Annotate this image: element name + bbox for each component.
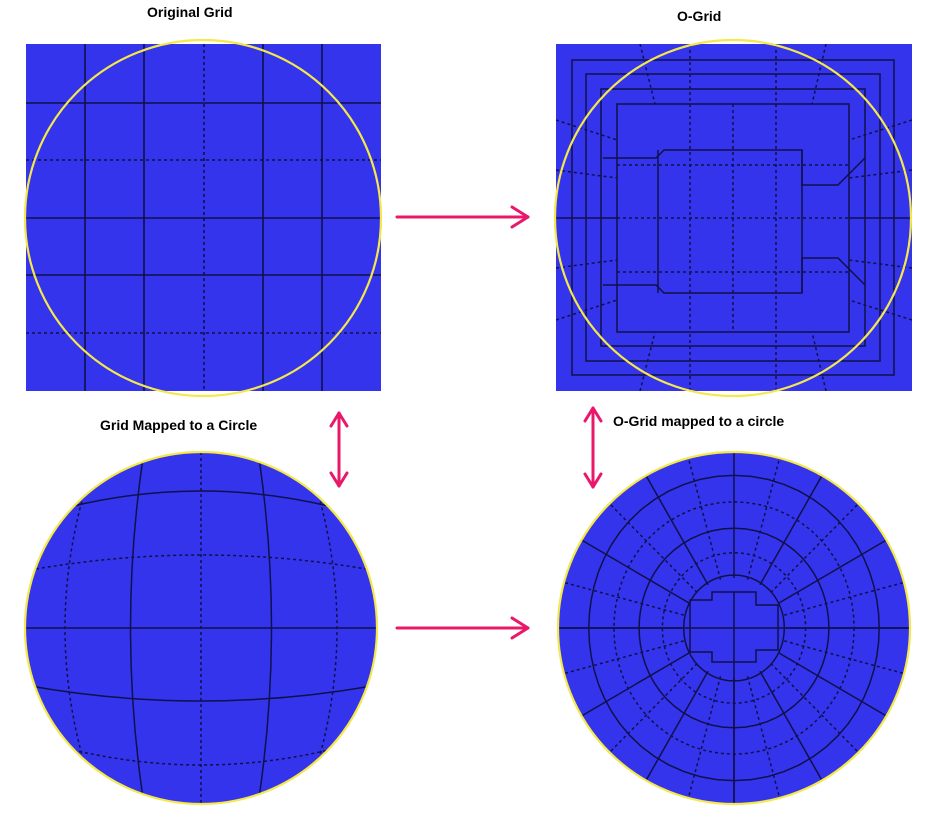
grid-mapped-circle-panel [23, 450, 379, 806]
arrow-vertical-right [583, 406, 603, 489]
grid-mapped-outline [23, 450, 379, 806]
original-grid-circle [23, 38, 383, 398]
o-grid-title: O-Grid [677, 8, 722, 24]
grid-mapped-lines [25, 452, 377, 804]
o-grid-panel [553, 38, 913, 398]
original-grid-title: Original Grid [147, 4, 233, 20]
o-grid-mapped-outline [556, 450, 912, 806]
o-grid-mapped-lines [558, 452, 910, 804]
grid-mapped-title: Grid Mapped to a Circle [100, 417, 258, 433]
arrow-right-top [395, 205, 530, 229]
o-grid-mapped-circle-panel [556, 450, 912, 806]
arrow-right-bottom [395, 616, 530, 640]
o-grid-mapped-title: O-Grid mapped to a circle [613, 413, 785, 429]
original-grid-panel [23, 38, 383, 398]
arrow-vertical-left [329, 411, 349, 488]
original-grid-lines [26, 44, 381, 391]
o-grid-lines [556, 44, 912, 391]
o-grid-circle [553, 38, 913, 398]
